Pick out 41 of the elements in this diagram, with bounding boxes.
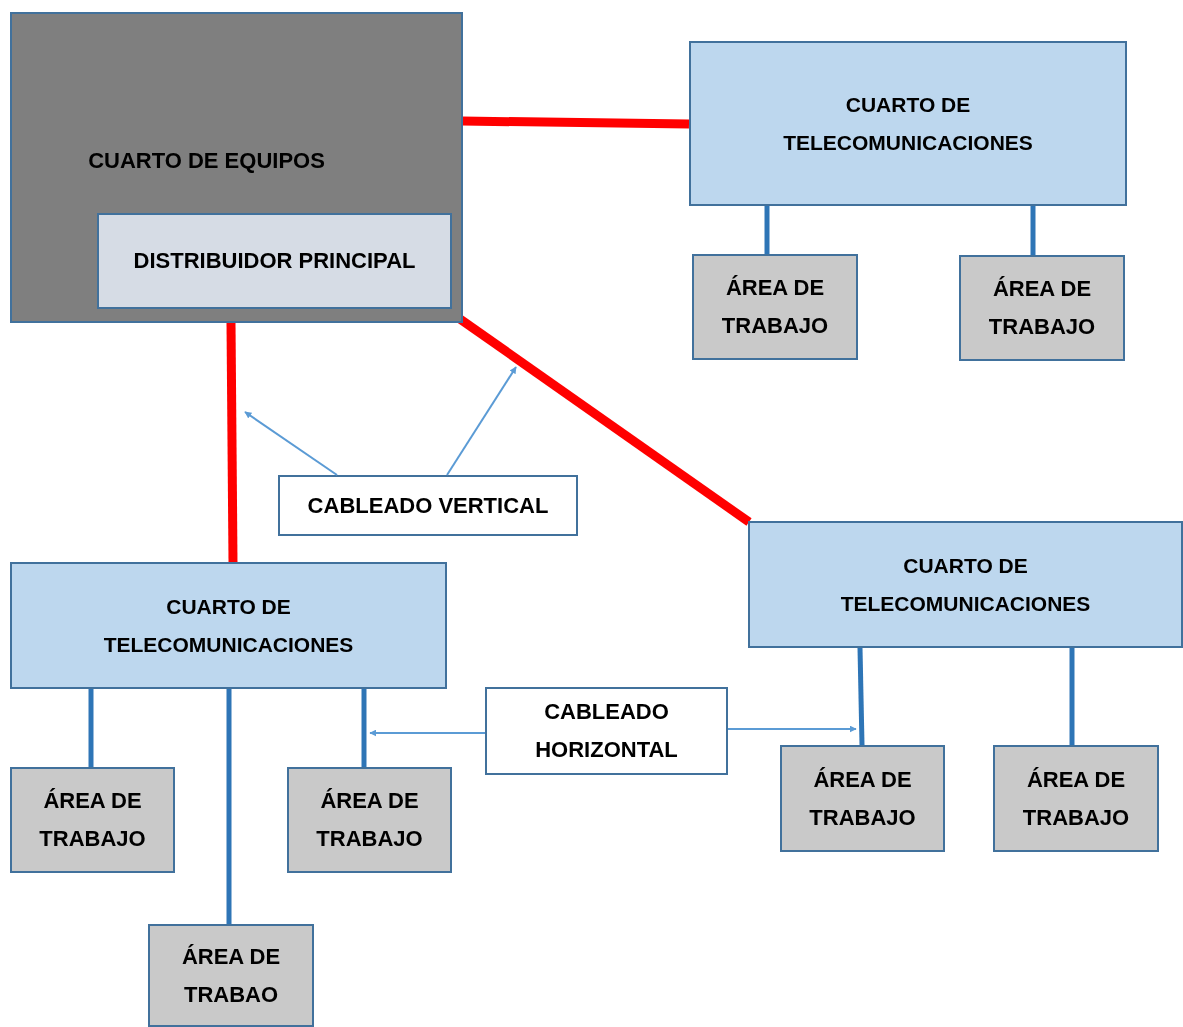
box-label: CABLEADO HORIZONTAL xyxy=(534,698,679,764)
box-label: ÁREA DE TRABAJO xyxy=(1021,765,1131,832)
box-label: ÁREA DE TRABAJO xyxy=(38,787,147,853)
box-label: CUARTO DE TELECOMUNICACIONES xyxy=(839,552,1092,617)
box-label: ÁREA DE TRABAO xyxy=(180,942,282,1009)
work-area-box xyxy=(148,924,314,1027)
horizontal-cable xyxy=(88,689,94,767)
box-label: CABLEADO VERTICAL xyxy=(307,491,549,520)
callout-box xyxy=(485,687,728,775)
work-area-box xyxy=(10,767,175,873)
box-label: CUARTO DE TELECOMUNICACIONES xyxy=(782,91,1034,156)
leader-arrow xyxy=(369,729,486,737)
leader-arrow xyxy=(446,366,517,476)
distributor-box xyxy=(97,213,452,309)
room-box xyxy=(10,12,463,323)
callout-box xyxy=(278,475,578,536)
box-label: ÁREA DE TRABAJO xyxy=(808,765,917,832)
box-label: DISTRIBUIDOR PRINCIPAL xyxy=(133,247,416,275)
box-label: ÁREA DE TRABAJO xyxy=(720,274,830,340)
horizontal-cable xyxy=(1069,648,1075,745)
work-area-box xyxy=(287,767,452,873)
box-label: CUARTO DE EQUIPOS xyxy=(88,147,325,175)
work-area-box xyxy=(993,745,1159,852)
horizontal-cable xyxy=(226,689,232,924)
work-area-box xyxy=(780,745,945,852)
box-label: ÁREA DE TRABAJO xyxy=(315,787,424,853)
backbone-cable xyxy=(457,315,752,526)
horizontal-cable xyxy=(1030,206,1036,255)
leader-arrow xyxy=(244,411,338,476)
backbone-cable xyxy=(226,322,238,563)
box-label: ÁREA DE TRABAJO xyxy=(987,275,1097,341)
horizontal-cable xyxy=(857,647,865,746)
work-area-box xyxy=(692,254,858,360)
box-label: CUARTO DE TELECOMUNICACIONES xyxy=(102,593,355,658)
telecom-room-box xyxy=(689,41,1127,206)
telecom-room-box xyxy=(748,521,1183,648)
horizontal-cable xyxy=(764,206,770,254)
work-area-box xyxy=(959,255,1125,361)
telecom-room-box xyxy=(10,562,447,689)
horizontal-cable xyxy=(361,689,367,767)
leader-arrow xyxy=(727,725,857,733)
